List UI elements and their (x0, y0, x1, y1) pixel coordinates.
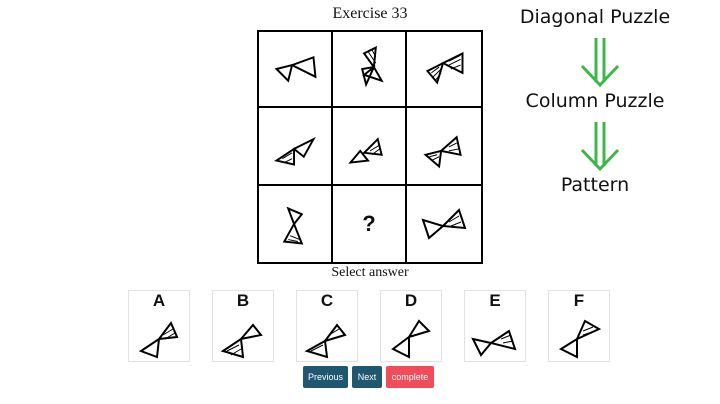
flow-step-column-puzzle: Column Puzzle (525, 90, 665, 112)
question-mark: ? (362, 211, 376, 236)
previous-button[interactable]: Previous (303, 366, 348, 388)
flow-step-diagonal-puzzle: Diagonal Puzzle (519, 6, 671, 28)
grid-cell-r1-c1 (259, 32, 333, 108)
bowtie-triangles-icon (274, 55, 317, 83)
grid-cell-r2-c1 (259, 108, 333, 186)
bowtie-triangles-icon (348, 137, 383, 164)
bowtie-triangles-icon (360, 45, 384, 88)
answer-option-letter: E (489, 291, 501, 310)
answer-option-letter: C (320, 291, 334, 310)
answer-option-b[interactable]: B (212, 290, 274, 362)
puzzle-grid: ? (257, 30, 483, 264)
grid-cell-r1-c2 (333, 32, 407, 108)
flow-step-pattern: Pattern (560, 174, 630, 196)
answer-option-d[interactable]: D (380, 290, 442, 362)
grid-cell-r3-c1 (259, 186, 333, 262)
exercise-title: Exercise 33 (332, 5, 408, 22)
answer-option-letter: B (236, 291, 250, 310)
grid-cell-r3-c3 (407, 186, 481, 262)
bowtie-triangles-icon (138, 321, 179, 359)
answer-option-a[interactable]: A (128, 290, 190, 362)
complete-button[interactable]: complete (386, 366, 434, 388)
answer-option-f[interactable]: F (548, 290, 610, 362)
double-down-arrow-icon (580, 38, 620, 88)
bowtie-triangles-icon (425, 51, 464, 85)
answer-option-letter: A (152, 291, 166, 310)
bowtie-triangles-icon (391, 319, 431, 359)
bowtie-triangles-icon (421, 208, 467, 240)
bowtie-triangles-icon (304, 323, 347, 359)
answer-option-letter: D (404, 291, 418, 310)
grid-cell-r1-c3 (407, 32, 481, 108)
grid-cell-r2-c3 (407, 108, 481, 186)
bowtie-triangles-icon (471, 329, 517, 357)
answer-option-e[interactable]: E (464, 290, 526, 362)
grid-cell-r3-c2-missing: ? (333, 186, 407, 262)
bowtie-triangles-icon (274, 136, 316, 166)
next-button[interactable]: Next (352, 366, 382, 388)
bowtie-triangles-icon (220, 323, 263, 359)
answer-option-c[interactable]: C (296, 290, 358, 362)
answer-option-letter: F (573, 291, 585, 310)
select-answer-label: Select answer (331, 265, 409, 280)
bowtie-triangles-icon (423, 135, 462, 169)
bowtie-triangles-icon (282, 206, 304, 245)
grid-cell-r2-c2 (333, 108, 407, 186)
bowtie-triangles-icon (558, 319, 602, 359)
double-down-arrow-icon (580, 122, 620, 172)
